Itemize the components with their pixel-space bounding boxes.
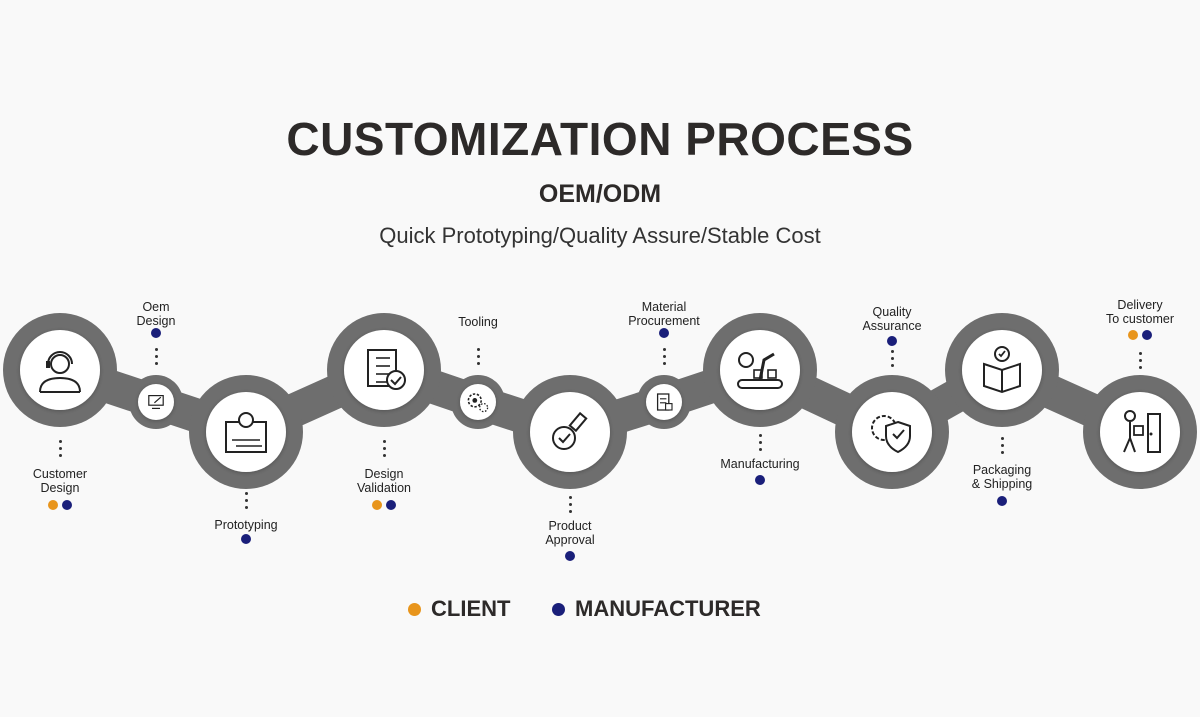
manufacturer-role-dot xyxy=(887,336,897,346)
step-label-line1: Design xyxy=(364,467,404,481)
page-tagline: Quick Prototyping/Quality Assure/Stable … xyxy=(379,223,821,248)
step-label: Prototyping xyxy=(186,518,306,532)
leader-dots xyxy=(758,434,762,455)
client-role-dot xyxy=(1128,330,1138,340)
step-label-line1: Manufacturing xyxy=(720,457,800,471)
client-role-dot xyxy=(372,500,382,510)
leader-dots xyxy=(244,492,248,513)
delivery-person-icon xyxy=(1123,410,1161,453)
monitor-design-icon xyxy=(148,394,164,410)
leader-dots xyxy=(58,440,62,461)
client-swatch xyxy=(408,602,421,616)
manufacturer-role-dot xyxy=(565,551,575,561)
leader-dots xyxy=(382,440,386,461)
leader-dots xyxy=(154,348,158,369)
leader-dots xyxy=(1000,437,1004,458)
checklist-icon xyxy=(367,349,406,390)
step-label-line1: Material xyxy=(641,300,687,314)
step-label-line2: & Shipping xyxy=(971,477,1033,491)
leader-dots xyxy=(890,350,894,371)
leader-dots xyxy=(568,496,572,517)
approval-stamp-icon xyxy=(552,411,588,450)
blueprint-bulb-icon xyxy=(225,412,267,453)
gear-shield-icon xyxy=(871,415,911,454)
legend-client-label: CLIENT xyxy=(431,596,511,621)
manufacturer-role-dot xyxy=(241,534,251,544)
headset-person-icon xyxy=(39,351,81,393)
step-face xyxy=(20,330,100,410)
step-label-line2: To customer xyxy=(1105,312,1175,326)
step-label-line1: Customer xyxy=(32,467,88,481)
step-label: Packaging& Shipping xyxy=(942,463,1062,491)
leader-dots xyxy=(1138,352,1142,373)
step-face xyxy=(460,384,496,420)
client-role-dot xyxy=(48,500,58,510)
step-face xyxy=(530,392,610,472)
step-label-line1: Quality xyxy=(872,305,912,319)
step-label-line1: Oem xyxy=(142,300,170,314)
step-face xyxy=(344,330,424,410)
manufacturer-swatch xyxy=(552,602,565,616)
step-label-line2: Design xyxy=(136,314,176,328)
step-label-line2: Validation xyxy=(357,481,411,495)
legend-manufacturer: MANUFACTURER xyxy=(552,596,761,622)
manufacturer-role-dot xyxy=(997,496,1007,506)
open-box-icon xyxy=(983,346,1021,394)
step-label-line1: Delivery xyxy=(1117,298,1163,312)
manufacturer-role-dot xyxy=(386,500,396,510)
clipboard-building-icon xyxy=(656,393,673,411)
manufacturer-role-dot xyxy=(659,328,669,338)
step-label-line1: Product xyxy=(548,519,592,533)
leader-dots xyxy=(662,348,666,369)
step-label-line2: Assurance xyxy=(862,319,922,333)
step-label-line2: Approval xyxy=(545,533,595,547)
step-face xyxy=(206,392,286,472)
step-label-line2: Procurement xyxy=(628,314,700,328)
step-label: Manufacturing xyxy=(700,457,820,471)
manufacturer-role-dot xyxy=(1142,330,1152,340)
step-label-line2: Design xyxy=(40,481,80,495)
step-face xyxy=(646,384,682,420)
page-subtitle: OEM/ODM xyxy=(538,180,662,208)
manufacturer-role-dot xyxy=(62,500,72,510)
manufacturer-role-dot xyxy=(151,328,161,338)
step-label-line1: Tooling xyxy=(458,315,498,329)
step-label: Tooling xyxy=(418,315,538,329)
page-title: CUSTOMIZATION PROCESS xyxy=(286,113,914,165)
manufacturer-role-dot xyxy=(755,475,765,485)
leader-dots xyxy=(476,348,480,369)
legend-client: CLIENT xyxy=(408,596,510,622)
robot-arm-icon xyxy=(737,352,783,389)
step-label-line1: Prototyping xyxy=(214,518,278,532)
legend-manufacturer-label: MANUFACTURER xyxy=(575,596,761,621)
step-label-line1: Packaging xyxy=(972,463,1032,477)
